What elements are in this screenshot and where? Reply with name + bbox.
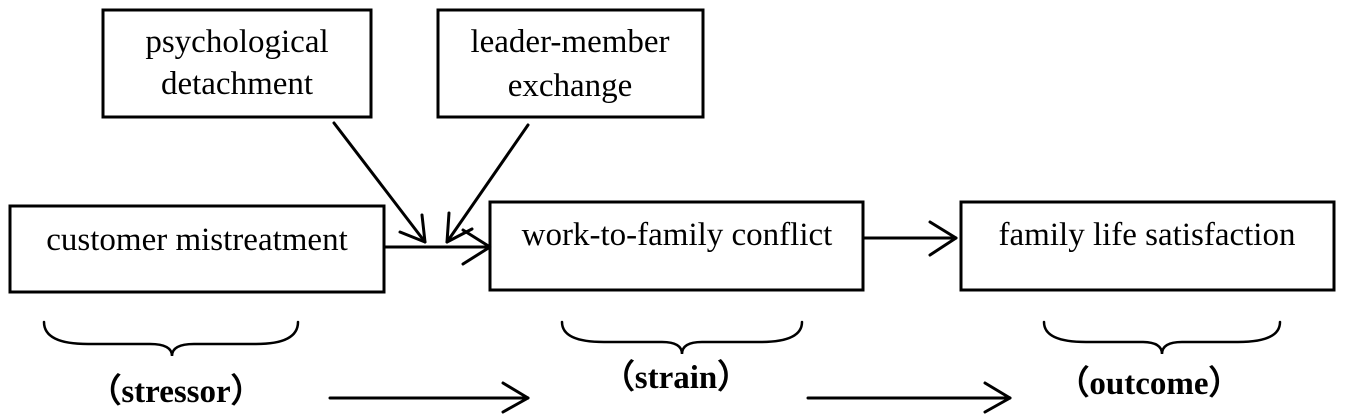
psychological-detachment-node: psychological detachment (101, 8, 373, 119)
arrow-detachment-moderation (332, 121, 427, 244)
leader-member-exchange-label-line1: leader-member (470, 24, 669, 60)
leader-member-exchange-label-line2: exchange (508, 68, 633, 104)
strain-brace (560, 320, 804, 355)
strain-stage-label: （strain） (602, 359, 751, 396)
family-life-satisfaction-node: family life satisfaction (959, 200, 1336, 292)
stressor-stage-label: （stressor） (88, 373, 263, 410)
work-to-family-conflict-label: work-to-family conflict (522, 217, 833, 253)
arrow-strain-to-outcome (806, 381, 1012, 414)
psychological-detachment-label-line1: psychological (145, 24, 328, 60)
customer-mistreatment-label: customer mistreatment (46, 222, 348, 258)
arrow-conflict-to-satisfaction (861, 220, 958, 257)
leader-member-exchange-node: leader-member exchange (436, 8, 705, 119)
stressor-brace (42, 320, 300, 357)
arrow-lmx-moderation (445, 123, 530, 244)
psychological-detachment-label-line2: detachment (161, 66, 313, 102)
family-life-satisfaction-label: family life satisfaction (999, 217, 1296, 253)
customer-mistreatment-node: customer mistreatment (8, 204, 386, 294)
outcome-brace (1042, 320, 1282, 355)
outcome-stage-label: （outcome） (1056, 365, 1241, 402)
arrow-stressor-to-strain (328, 381, 530, 414)
work-to-family-conflict-node: work-to-family conflict (488, 200, 865, 292)
arrow-mistreatment-to-conflict (382, 228, 492, 266)
